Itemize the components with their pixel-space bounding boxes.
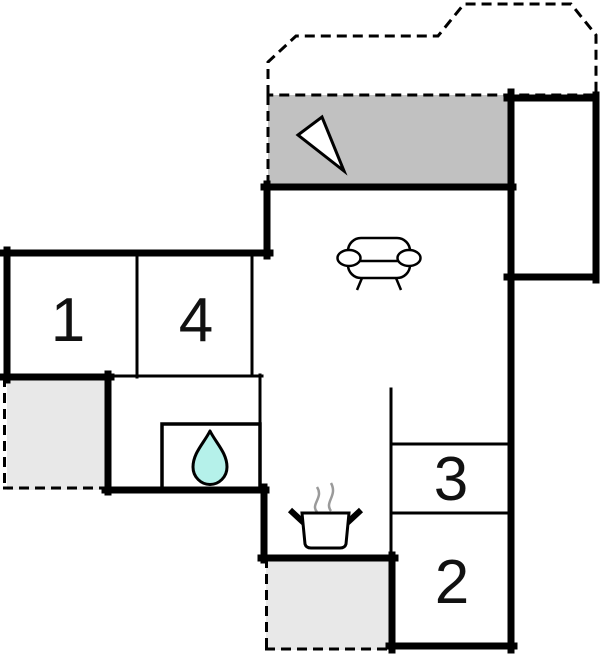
room-1-label: 1 — [51, 286, 85, 355]
left-terrace-area — [7, 377, 108, 490]
sofa-icon — [336, 236, 422, 291]
steam-line-left — [313, 486, 321, 513]
room-4-label: 4 — [179, 286, 213, 355]
pot-body — [300, 511, 351, 550]
sofa-leg-left — [355, 277, 364, 291]
upper-terrace-area — [266, 2, 598, 97]
room-3-label: 3 — [434, 445, 468, 514]
room-2-label: 2 — [435, 548, 469, 617]
sofa-leg-right — [394, 277, 403, 291]
sofa-armrest-left — [336, 248, 362, 268]
steam-line-right — [327, 482, 335, 512]
cooking-pot-icon — [287, 482, 364, 550]
water-drop-icon — [191, 429, 229, 486]
exterior-walls — [0, 88, 600, 654]
north-arrow-icon — [295, 114, 348, 176]
sofa-armrest-right — [396, 248, 422, 268]
bottom-terrace-area — [266, 558, 392, 650]
